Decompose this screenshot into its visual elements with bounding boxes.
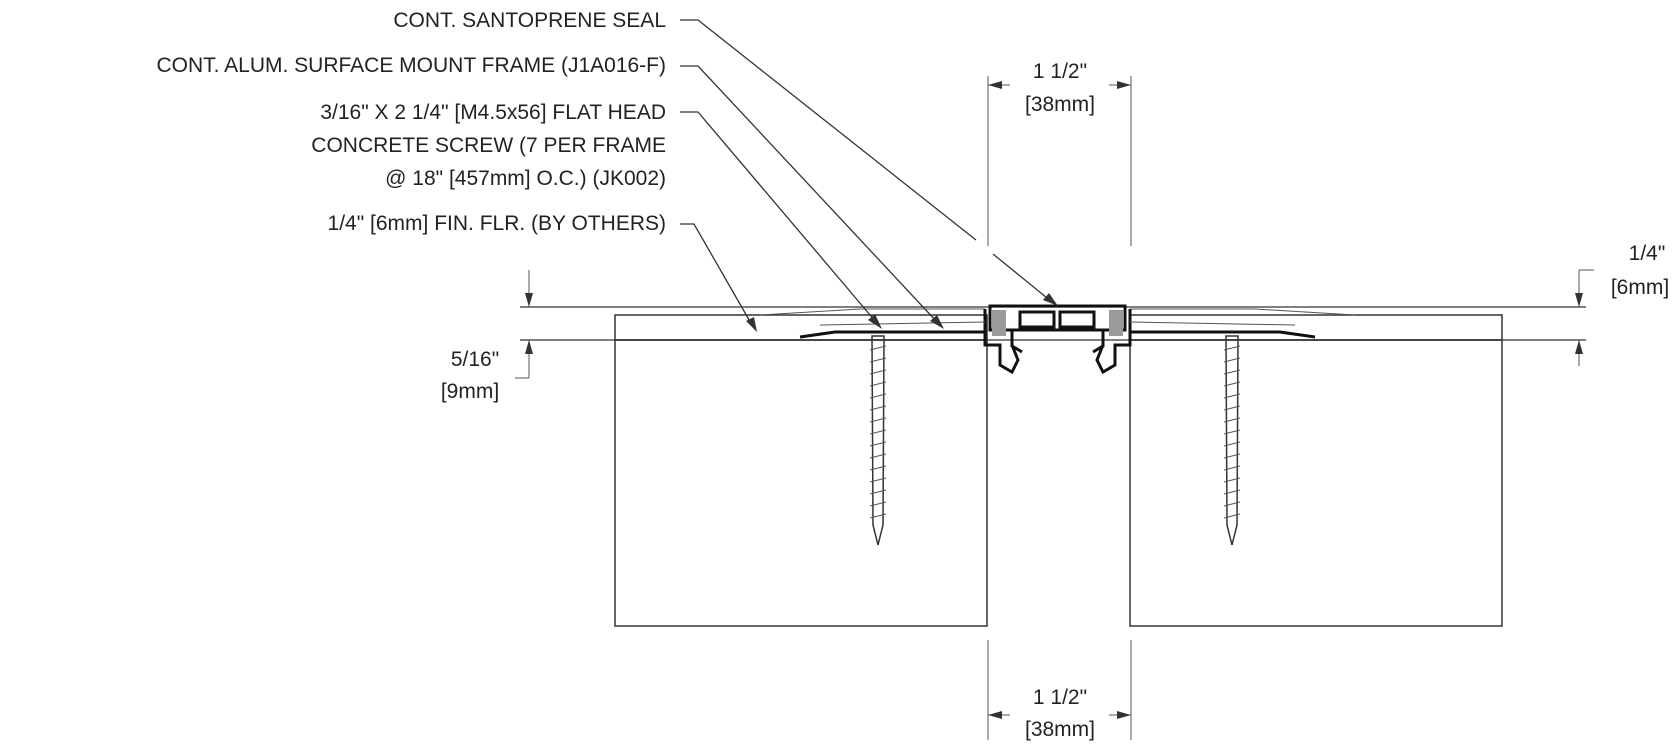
frame-left bbox=[759, 308, 1020, 375]
callout-screw-line-3: @ 18" [457mm] O.C.) (JK002) bbox=[385, 167, 666, 190]
dim-finish-in: 1/4" bbox=[1629, 242, 1666, 265]
dimension-frame bbox=[515, 270, 533, 379]
dim-finish-mm: [6mm] bbox=[1611, 276, 1669, 299]
santoprene-seal bbox=[988, 304, 1127, 354]
finish-floor-right bbox=[1129, 314, 1503, 341]
dim-top-gap-mm: [38mm] bbox=[1025, 93, 1095, 116]
leader-screw bbox=[680, 111, 882, 329]
callout-frame: CONT. ALUM. SURFACE MOUNT FRAME (J1A016-… bbox=[156, 54, 666, 77]
concrete-screw-left bbox=[869, 335, 887, 546]
dimension-finish bbox=[1575, 269, 1594, 366]
callout-screw-line-2: CONCRETE SCREW (7 PER FRAME bbox=[311, 134, 666, 157]
callout-screw-line-1: 3/16" X 2 1/4" [M4.5x56] FLAT HEAD bbox=[320, 101, 666, 124]
dim-bottom-gap-mm: [38mm] bbox=[1025, 718, 1095, 741]
callout-floor: 1/4" [6mm] FIN. FLR. (BY OTHERS) bbox=[328, 212, 666, 235]
leader-frame bbox=[680, 65, 944, 329]
dim-bottom-gap-in: 1 1/2" bbox=[1033, 686, 1087, 709]
dim-frame-in: 5/16" bbox=[451, 348, 499, 371]
concrete-screw-right bbox=[1223, 335, 1241, 546]
dim-top-gap-in: 1 1/2" bbox=[1033, 60, 1087, 83]
concrete-slab-right bbox=[1129, 339, 1503, 627]
concrete-slab-left bbox=[614, 339, 988, 627]
leader-seal bbox=[680, 19, 1058, 306]
dimension-top-gap bbox=[987, 76, 1132, 246]
callout-seal: CONT. SANTOPRENE SEAL bbox=[393, 9, 666, 32]
dimension-bottom-gap bbox=[987, 640, 1132, 740]
frame-right bbox=[1095, 308, 1356, 375]
leader-floor bbox=[680, 223, 757, 332]
dim-frame-mm: [9mm] bbox=[441, 380, 499, 403]
